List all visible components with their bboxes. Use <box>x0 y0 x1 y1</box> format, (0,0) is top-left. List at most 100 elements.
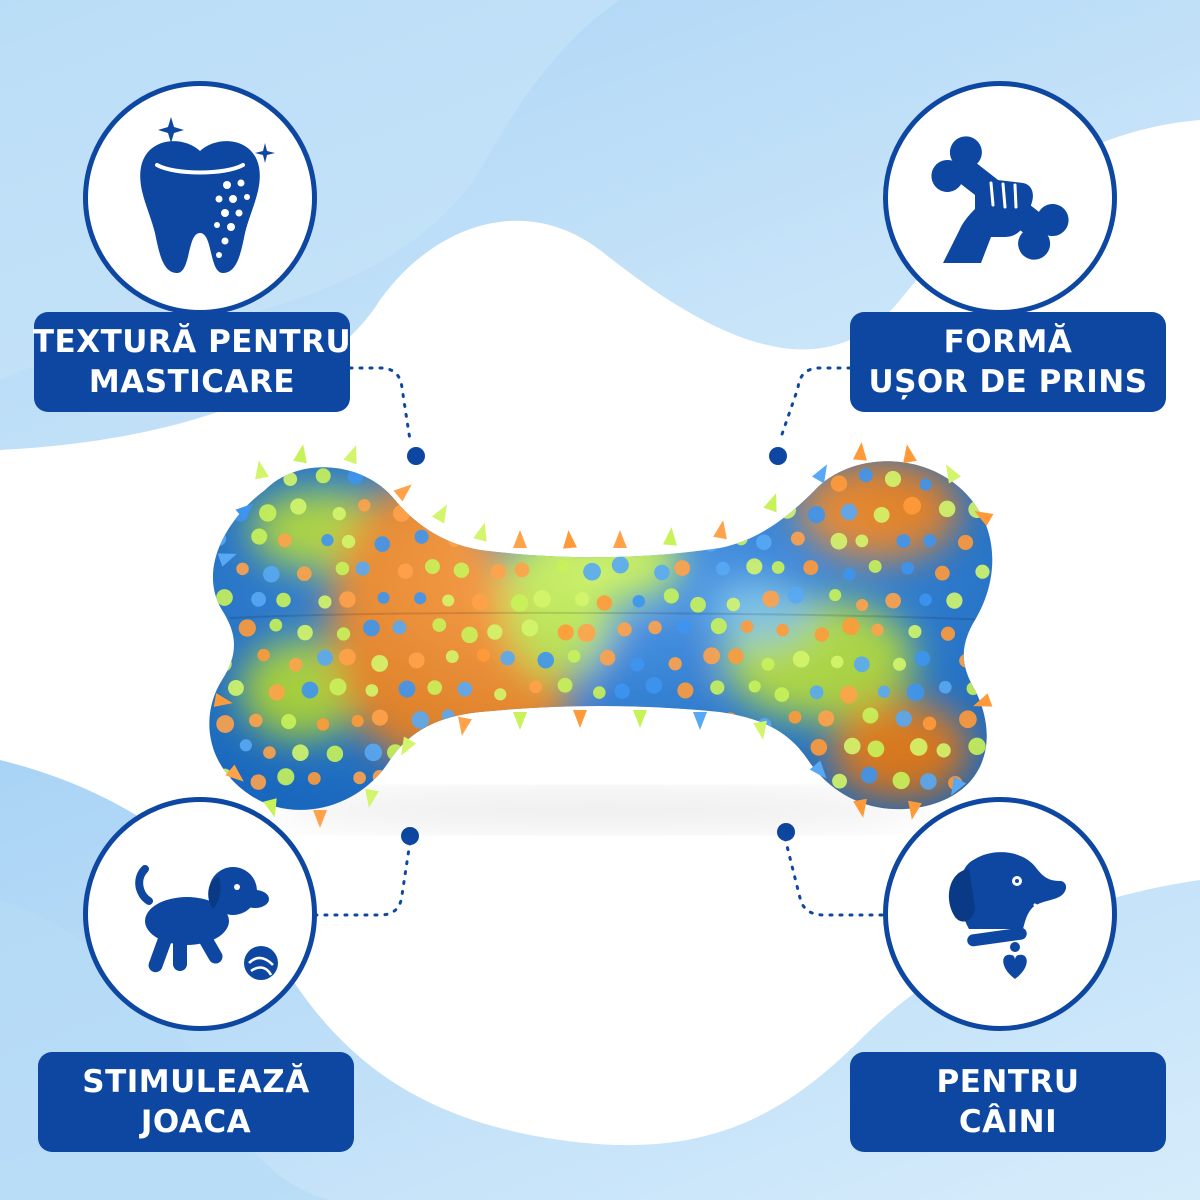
texture-nub <box>249 713 263 728</box>
texture-nub <box>969 623 987 642</box>
texture-nub <box>840 503 858 521</box>
texture-nub <box>277 533 292 548</box>
texture-nub <box>577 623 596 642</box>
texture-nub <box>966 681 980 696</box>
texture-nub <box>728 648 744 664</box>
texture-nub <box>842 617 860 636</box>
texture-nub <box>218 474 232 487</box>
texture-nub <box>757 469 774 486</box>
texture-nub <box>792 650 810 668</box>
texture-nub <box>494 688 507 701</box>
texture-nub <box>355 561 370 576</box>
puppy-ball-icon <box>135 865 278 980</box>
texture-nub <box>263 565 280 583</box>
texture-nub <box>648 620 662 635</box>
texture-nub <box>843 737 861 755</box>
edge-spike <box>263 798 277 818</box>
edge-spike <box>753 720 767 740</box>
texture-nub <box>690 596 706 613</box>
label-grip: FORMĂ UȘOR DE PRINS <box>850 312 1166 412</box>
texture-nub <box>269 618 283 632</box>
texture-nub <box>776 738 794 757</box>
texture-nub <box>351 714 364 728</box>
edge-spike <box>431 504 447 524</box>
edge-spike <box>613 530 627 548</box>
texture-nub <box>923 534 937 548</box>
tooth-icon <box>140 117 275 273</box>
grip-badge <box>883 81 1117 315</box>
texture-nub <box>297 624 313 641</box>
texture-nub <box>922 716 937 731</box>
texture-nub <box>296 566 312 581</box>
edge-spike <box>908 800 922 820</box>
texture-nub <box>903 496 922 515</box>
tooth-badge <box>83 81 317 315</box>
texture-nub <box>371 655 389 672</box>
texture-nub <box>938 500 956 518</box>
texture-nub <box>494 499 508 513</box>
texture-nub <box>425 559 440 575</box>
texture-nub <box>621 504 635 519</box>
edge-spike <box>313 810 327 828</box>
texture-nub <box>712 501 728 517</box>
texture-nub <box>329 678 347 696</box>
texture-nub <box>602 470 619 488</box>
texture-nub <box>734 532 748 546</box>
texture-nub <box>228 680 244 696</box>
texture-nub <box>710 680 725 695</box>
texture-nub <box>557 677 573 693</box>
texture-nub <box>731 767 747 783</box>
texture-nub <box>873 506 890 523</box>
texture-nub <box>853 656 870 673</box>
texture-nub <box>236 562 249 576</box>
texture-nub <box>239 739 252 752</box>
edge-spike <box>235 503 254 521</box>
edge-spike <box>903 444 917 464</box>
edge-spike <box>573 710 587 728</box>
texture-nub <box>251 591 266 607</box>
texture-nub <box>474 774 493 793</box>
texture-nub <box>703 647 721 665</box>
texture-nub <box>387 744 404 761</box>
texture-nub <box>771 561 785 574</box>
texture-nub <box>752 746 766 759</box>
texture-nub <box>453 562 470 578</box>
texture-nub <box>704 470 719 486</box>
texture-nub <box>276 592 291 608</box>
texture-nub <box>420 743 436 759</box>
texture-nub <box>338 648 356 666</box>
edge-spike <box>973 693 993 707</box>
edge-spike <box>225 764 244 782</box>
edge-spike <box>217 553 237 567</box>
texture-nub <box>748 680 761 693</box>
texture-nub <box>215 655 232 672</box>
texture-nub <box>669 774 685 790</box>
texture-nub <box>867 740 885 758</box>
texture-nub <box>660 711 679 730</box>
texture-nub <box>818 710 835 727</box>
texture-nub <box>908 624 922 639</box>
texture-nub <box>914 650 931 667</box>
label-texture: TEXTURĂ PENTRU MASTICARE <box>33 312 351 412</box>
texture-nub <box>830 532 848 550</box>
texture-nub <box>630 657 645 672</box>
texture-nub <box>896 534 911 549</box>
texture-nub <box>588 738 607 757</box>
texture-nub <box>740 620 754 633</box>
texture-nub <box>634 530 649 545</box>
texture-nub <box>830 655 844 669</box>
texture-nub <box>688 738 703 754</box>
texture-nub <box>507 471 521 485</box>
texture-nub <box>374 536 391 552</box>
texture-nub <box>528 746 541 760</box>
texture-nub <box>596 595 613 611</box>
texture-nub <box>283 472 298 486</box>
texture-nub <box>533 590 551 608</box>
texture-nub <box>216 589 233 606</box>
texture-nub <box>402 470 421 489</box>
texture-nub <box>658 471 675 488</box>
texture-nub <box>959 710 977 729</box>
texture-nub <box>644 507 658 521</box>
texture-nub <box>715 561 730 576</box>
texture-nub <box>307 771 321 785</box>
